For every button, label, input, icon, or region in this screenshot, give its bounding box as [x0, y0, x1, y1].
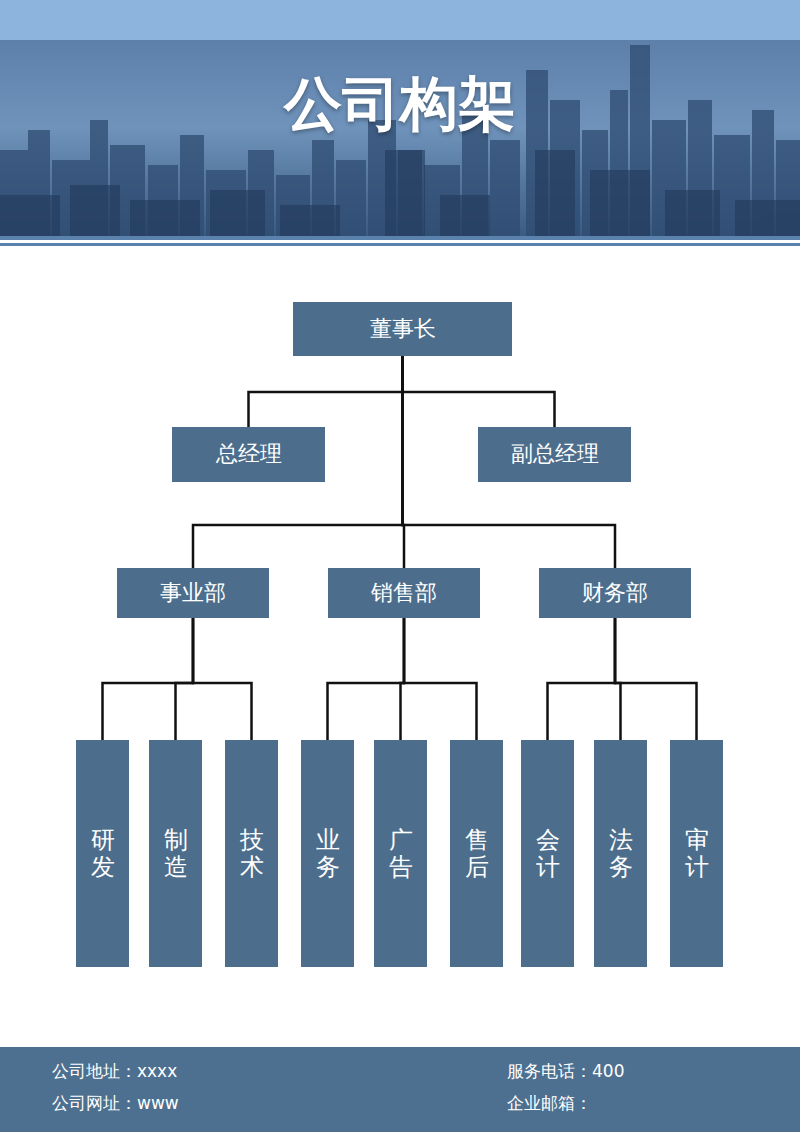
department-box: 财务部 — [539, 568, 691, 618]
org-connector — [103, 618, 194, 740]
node-text: 董事长 — [370, 316, 436, 342]
team-box: 广告 — [374, 740, 427, 967]
node-text: 售后 — [465, 827, 489, 880]
banner-ground — [0, 40, 800, 236]
org-connector — [249, 356, 403, 427]
team-box: 审计 — [670, 740, 723, 967]
department-box: 销售部 — [328, 568, 480, 618]
top-band — [0, 0, 800, 40]
node-text: 会计 — [536, 827, 560, 880]
node-text: 广告 — [389, 827, 413, 880]
footer-info: 服务电话：400 — [507, 1060, 624, 1082]
org-connector — [193, 618, 252, 740]
stripe — [0, 243, 800, 246]
team-box: 售后 — [450, 740, 503, 967]
node-text: 技术 — [240, 827, 264, 880]
org-connector — [328, 618, 405, 740]
footer-info: 企业邮箱： — [507, 1092, 592, 1114]
org-connector — [404, 618, 477, 740]
stripe — [0, 236, 800, 240]
node-text: 副总经理 — [511, 441, 599, 467]
org-connector — [403, 356, 555, 427]
org-connector — [548, 618, 616, 740]
node-text: 研发 — [91, 827, 115, 880]
page-title: 公司构架 — [0, 70, 800, 140]
skyline-front — [0, 150, 800, 236]
node-text: 审计 — [685, 827, 709, 880]
footer-info: 公司网址：www — [52, 1092, 179, 1114]
manager-box: 副总经理 — [478, 427, 631, 482]
node-text: 总经理 — [216, 441, 282, 467]
team-box: 法务 — [594, 740, 647, 967]
department-box: 事业部 — [117, 568, 269, 618]
team-box: 会计 — [521, 740, 574, 967]
node-text: 财务部 — [582, 580, 648, 606]
org-connector — [176, 618, 194, 740]
manager-box: 总经理 — [172, 427, 325, 482]
node-text: 业务 — [316, 827, 340, 880]
team-box: 技术 — [225, 740, 278, 967]
team-box: 制造 — [149, 740, 202, 967]
footer-band — [0, 1047, 800, 1132]
skyline — [0, 45, 800, 236]
node-text: 销售部 — [371, 580, 437, 606]
team-box: 研发 — [76, 740, 129, 967]
footer-info: 公司地址：xxxx — [52, 1060, 177, 1082]
chairman-box: 董事长 — [293, 302, 512, 356]
node-text: 制造 — [164, 827, 188, 880]
team-box: 业务 — [301, 740, 354, 967]
org-connector — [615, 618, 697, 740]
node-text: 法务 — [609, 827, 633, 880]
node-text: 事业部 — [160, 580, 226, 606]
